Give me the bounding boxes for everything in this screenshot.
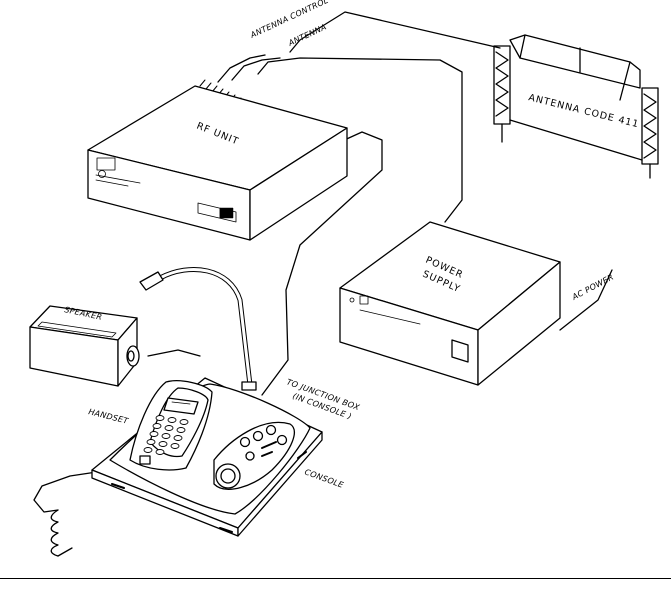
speaker xyxy=(29,305,140,387)
page-divider-rule xyxy=(0,578,671,579)
console-label: CONSOLE xyxy=(303,467,345,490)
antenna-code-label: ANTENNA CODE 411 xyxy=(527,92,640,130)
power-supply xyxy=(339,221,561,386)
console xyxy=(91,266,323,537)
handset-label: HANDSET xyxy=(88,407,131,426)
rf-unit xyxy=(87,79,348,241)
antenna-label: ANTENNA xyxy=(286,22,328,48)
ac-power-label: AC POWER xyxy=(570,272,615,302)
cables xyxy=(33,11,613,557)
antenna xyxy=(493,34,659,179)
